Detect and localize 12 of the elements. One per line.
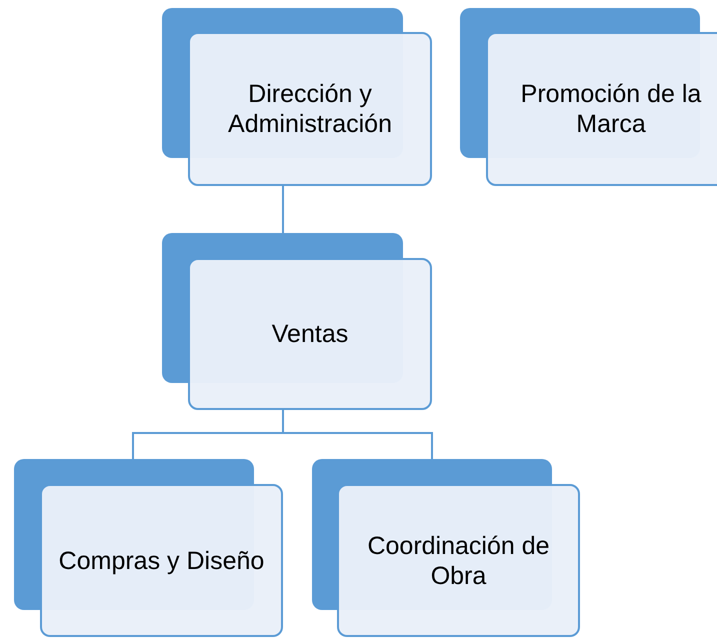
org-box bbox=[40, 484, 283, 637]
org-box bbox=[188, 32, 432, 186]
box-label: Coordinación de Obra bbox=[366, 530, 551, 590]
box-label: Ventas bbox=[272, 319, 348, 349]
box-label: Promoción de la Marca bbox=[520, 79, 702, 139]
connector-line bbox=[282, 186, 284, 233]
box-label: Compras y Diseño bbox=[58, 546, 264, 576]
org-box bbox=[188, 258, 432, 410]
org-box bbox=[486, 32, 717, 186]
box-label: Dirección y Administración bbox=[227, 79, 393, 139]
connector-line bbox=[282, 410, 433, 459]
org-box bbox=[337, 484, 580, 637]
